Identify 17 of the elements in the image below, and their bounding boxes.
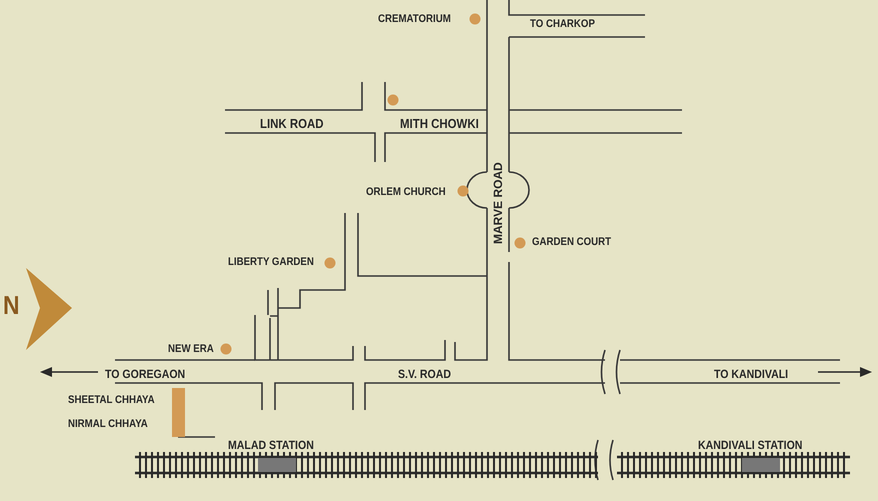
road-label: S.V. ROAD: [398, 367, 452, 382]
road-label: LINK ROAD: [260, 116, 324, 132]
place-label: CREMATORIUM: [378, 13, 451, 26]
road-label: MITH CHOWKI: [400, 116, 479, 132]
road-label: TO CHARKOP: [530, 18, 595, 31]
building-label: NIRMAL CHHAYA: [68, 418, 148, 431]
place-label: LIBERTY GARDEN: [228, 256, 314, 269]
place-label: NEW ERA: [168, 343, 214, 356]
place-label: ORLEM CHURCH: [366, 186, 446, 199]
station-label: KANDIVALI STATION: [698, 438, 802, 453]
road-label: MARVE ROAD: [490, 162, 506, 244]
road-label: TO KANDIVALI: [714, 367, 788, 382]
place-label: GARDEN COURT: [532, 236, 612, 249]
building-label: SHEETAL CHHAYA: [68, 394, 155, 407]
road-label: TO GOREGAON: [105, 367, 186, 382]
compass-letter: N: [3, 291, 20, 320]
station-label: MALAD STATION: [228, 438, 314, 453]
